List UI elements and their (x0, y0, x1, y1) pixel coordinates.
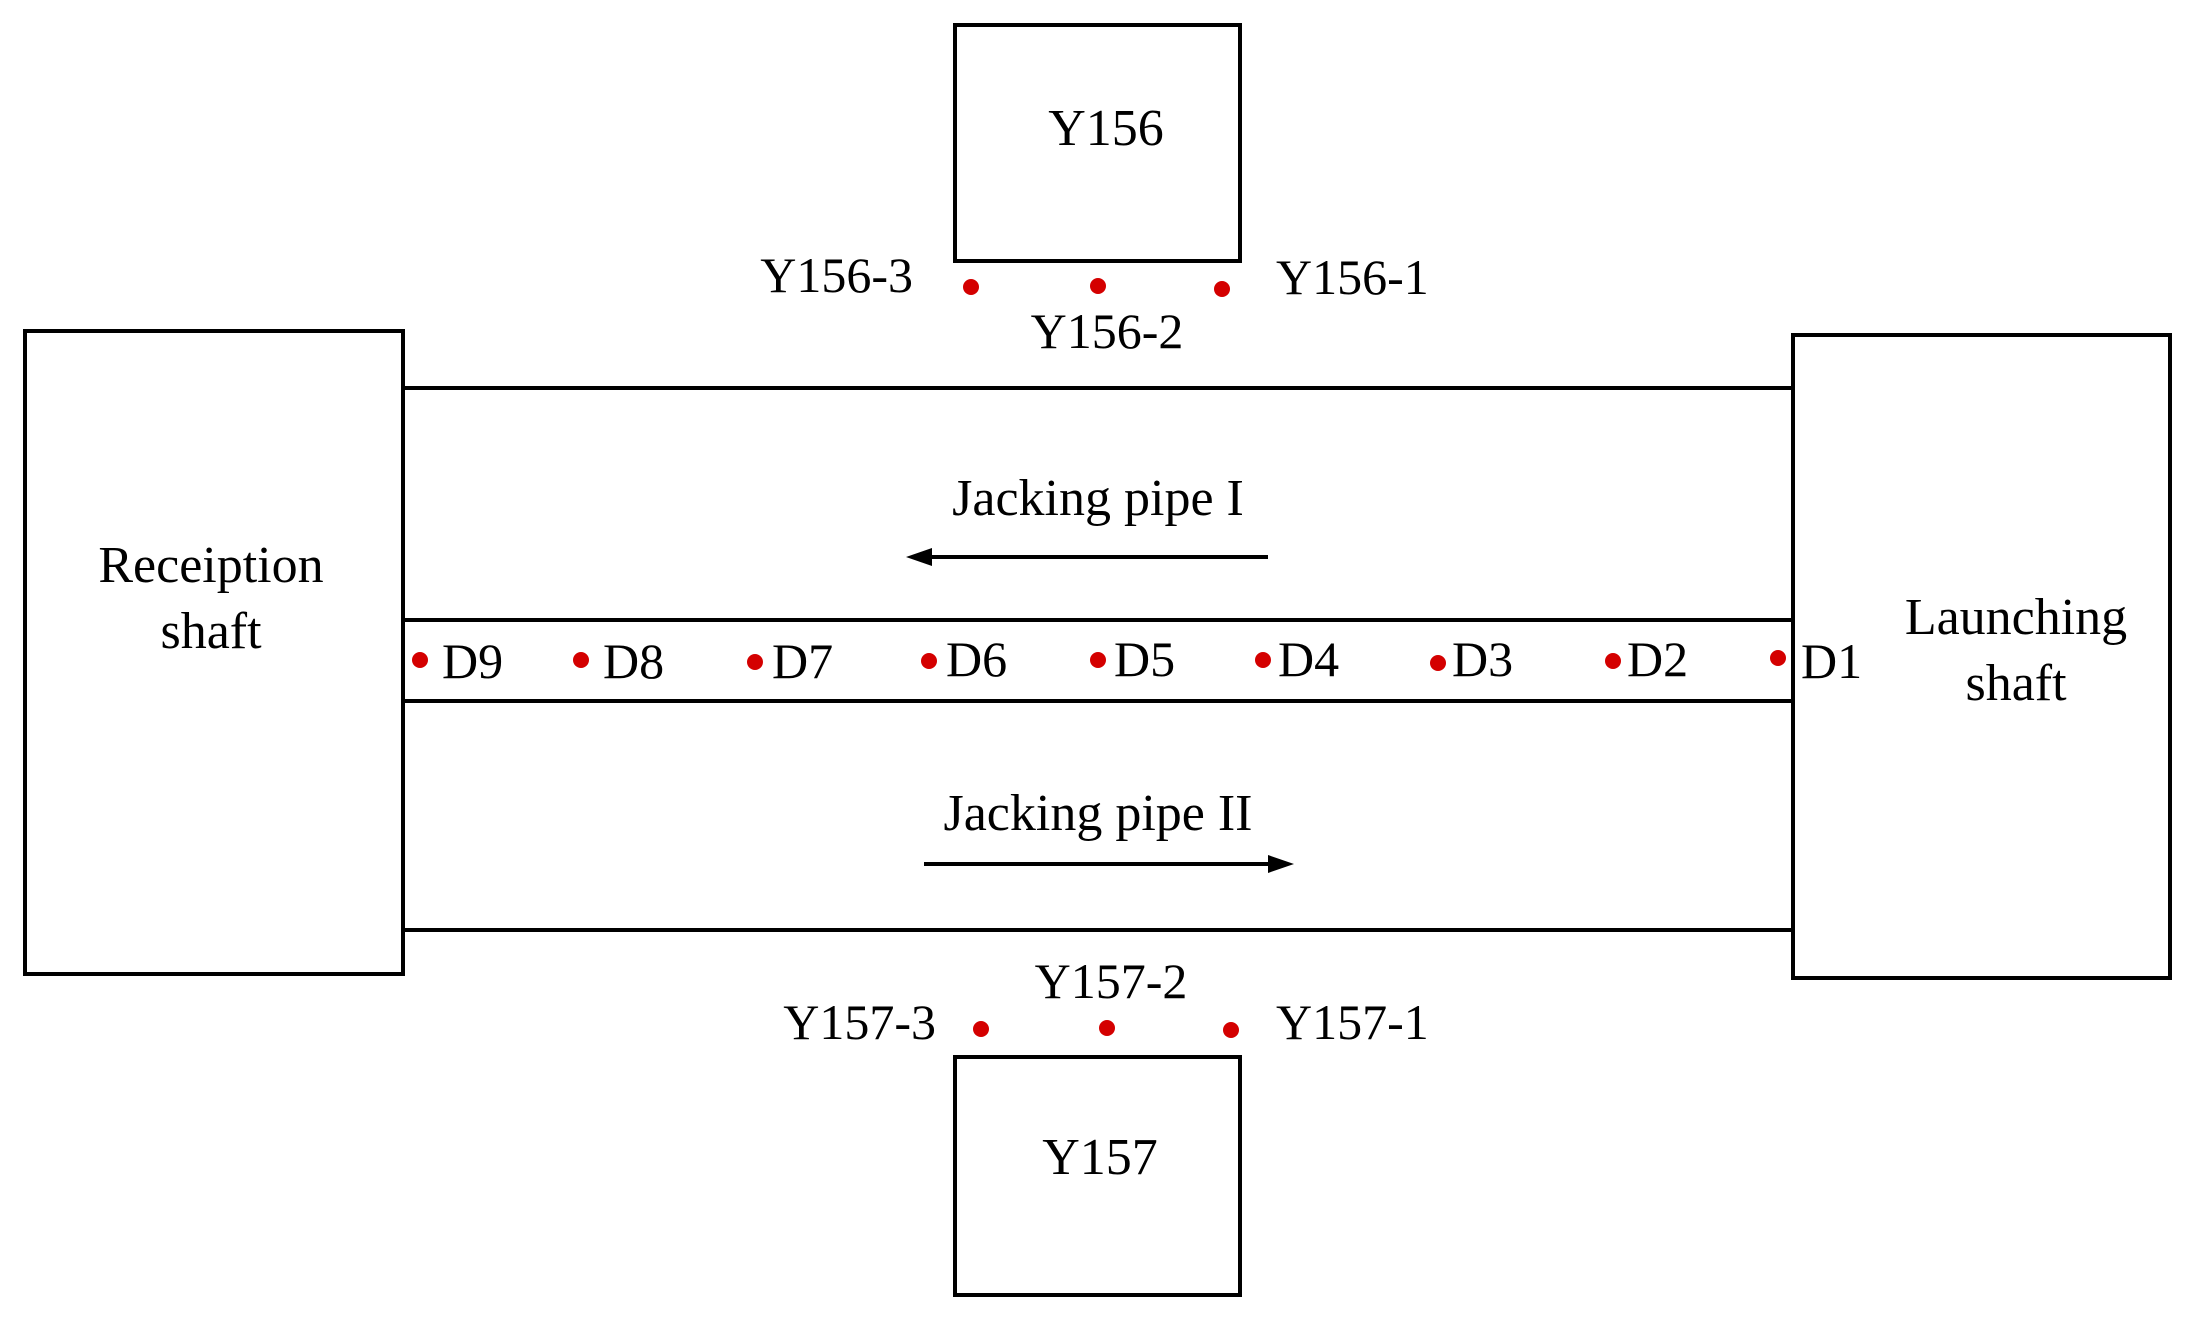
point-d8 (573, 652, 589, 668)
point-d3-label: D3 (1452, 631, 1513, 687)
point-d2-label: D2 (1627, 631, 1688, 687)
point-y157-2 (1099, 1020, 1115, 1036)
point-d5 (1090, 652, 1106, 668)
jacking-pipe-2: Jacking pipe II (924, 785, 1294, 873)
receiving-shaft-box (23, 329, 405, 976)
building-y157-points: Y157-3 Y157-2 Y157-1 (783, 953, 1429, 1050)
ground-points: D9 D8 D7 D6 D5 D4 D3 D2 D1 (412, 631, 1862, 689)
point-y157-2-label: Y157-2 (1035, 953, 1188, 1009)
receiving-shaft-label-line1: Receiption (98, 537, 323, 594)
point-y156-1 (1214, 281, 1230, 297)
launching-shaft-label-line1: Launching (1905, 589, 2127, 646)
receiving-shaft-label-line2: shaft (160, 603, 262, 660)
building-y157-label: Y157 (1042, 1129, 1158, 1186)
point-d9-label: D9 (442, 633, 503, 689)
point-y156-1-label: Y156-1 (1276, 249, 1429, 305)
point-d7-label: D7 (772, 633, 833, 689)
point-d1-label: D1 (1801, 633, 1862, 689)
point-d9 (412, 652, 428, 668)
point-d7 (747, 654, 763, 670)
point-d4-label: D4 (1278, 631, 1339, 687)
jacking-pipe-1: Jacking pipe I (906, 470, 1268, 566)
left-arrow-icon (906, 548, 1268, 566)
building-y157-box (953, 1055, 1242, 1297)
point-y157-1 (1223, 1022, 1239, 1038)
point-d6 (921, 653, 937, 669)
right-arrow-icon (924, 855, 1294, 873)
point-d2 (1605, 653, 1621, 669)
launching-shaft: Launching shaft (1791, 333, 2172, 980)
building-y156-box (953, 23, 1242, 263)
point-d8-label: D8 (603, 633, 664, 689)
point-d1 (1770, 650, 1786, 666)
jacking-pipe-1-label: Jacking pipe I (952, 470, 1244, 527)
point-y157-1-label: Y157-1 (1276, 994, 1429, 1050)
building-y156-points: Y156-3 Y156-2 Y156-1 (760, 247, 1429, 359)
point-d4 (1255, 652, 1271, 668)
building-y157: Y157 (953, 1055, 1242, 1297)
receiving-shaft: Receiption shaft (23, 329, 405, 976)
point-y156-3 (963, 279, 979, 295)
launching-shaft-label-line2: shaft (1965, 655, 2067, 712)
point-d5-label: D5 (1114, 631, 1175, 687)
launching-shaft-box (1791, 333, 2172, 980)
point-y157-3-label: Y157-3 (783, 994, 936, 1050)
point-y156-3-label: Y156-3 (760, 247, 913, 303)
point-d6-label: D6 (946, 631, 1007, 687)
point-d3 (1430, 655, 1446, 671)
building-y156-label: Y156 (1048, 100, 1164, 157)
point-y157-3 (973, 1021, 989, 1037)
jacking-pipe-2-label: Jacking pipe II (943, 785, 1252, 842)
pipe-boundaries (403, 386, 1793, 932)
building-y156: Y156 (953, 23, 1242, 263)
point-y156-2 (1090, 278, 1106, 294)
point-y156-2-label: Y156-2 (1031, 303, 1184, 359)
